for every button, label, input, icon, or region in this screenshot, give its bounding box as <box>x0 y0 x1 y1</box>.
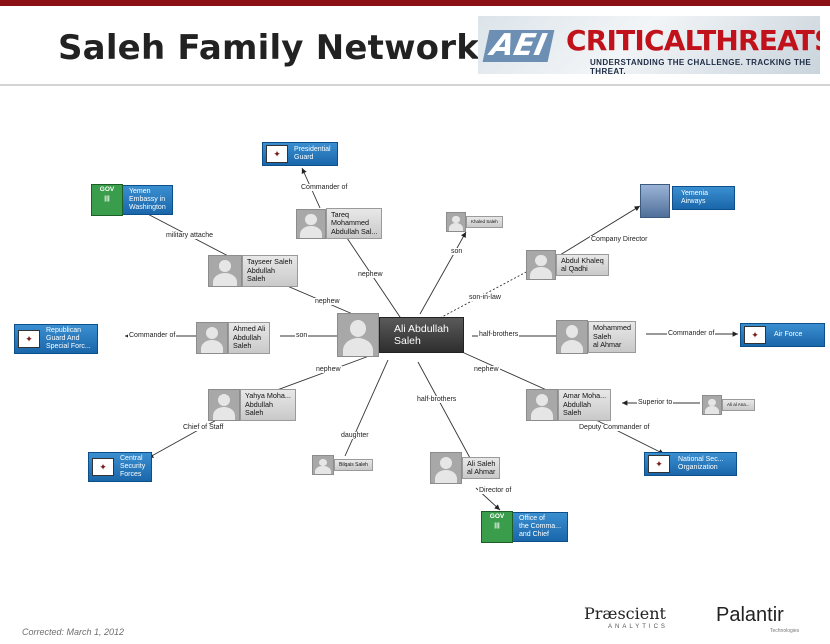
edge-label-superior-to: Superior to <box>637 399 674 406</box>
node-tayseer[interactable]: Tayseer Saleh Abdullah Saleh <box>208 255 298 287</box>
node-yahya[interactable]: Yahya Moha... Abdullah Saleh <box>208 389 296 421</box>
person-avatar-icon <box>312 455 334 475</box>
person-avatar-icon <box>702 395 722 415</box>
edge-label-military-attache: military attache <box>165 232 215 239</box>
edge-label-deputy-commander-of: Deputy Commander of <box>578 424 651 431</box>
edge-label-commander-of: Commander of <box>300 184 349 191</box>
person-name: Tayseer Saleh Abdullah Saleh <box>242 255 298 287</box>
criticalthreats-tagline: UNDERSTANDING THE CHALLENGE. TRACKING TH… <box>590 58 812 74</box>
person-avatar-icon <box>296 208 326 239</box>
org-name: Presidential Guard <box>294 146 331 161</box>
org-name: Office of the Comma... and Chief <box>519 515 562 538</box>
edge-soninlaw <box>439 269 531 319</box>
node-mohammed[interactable]: Mohammed Saleh al Ahmar <box>556 320 636 354</box>
page-title: Saleh Family Network <box>58 28 480 68</box>
edge-daughter <box>344 359 389 457</box>
node-ahmed[interactable]: Ahmed Ali Abdullah Saleh <box>196 322 271 354</box>
org-yemen-embassy[interactable]: GOV||| Yemen Embassy in Washington <box>91 184 173 216</box>
node-bilqis[interactable]: Bilqais Saleh <box>312 455 373 475</box>
person-name: Amar Moha... Abdullah Saleh <box>558 389 612 421</box>
person-name: Abdul Khaleq al Qadhi <box>556 253 609 277</box>
person-avatar-icon <box>430 452 462 484</box>
praescient-logo: Præscient <box>584 604 666 623</box>
criticalthreats-logo: AEI CRITICALTHREATS.ORG UNDERSTANDING TH… <box>478 16 820 74</box>
org-air-force[interactable]: ✦ Air Force <box>740 323 826 347</box>
node-ali-abdullah-saleh[interactable]: Ali Abdullah Saleh <box>337 313 464 357</box>
person-avatar-icon <box>446 212 466 232</box>
person-name: Ali al Ana... <box>722 399 755 411</box>
org-name: Yemen Embassy in Washington <box>129 188 166 211</box>
org-national-security[interactable]: ✦ National Sec... Organization <box>644 452 737 476</box>
government-building-icon: GOV||| <box>91 184 123 216</box>
palantir-logo: Palantir <box>716 604 784 626</box>
edge-nephew-amar <box>461 351 561 397</box>
node-ali-al-ana[interactable]: Ali al Ana... <box>702 395 755 415</box>
edge-company-director <box>559 205 641 256</box>
edge-label-director-of: Director of <box>478 487 513 494</box>
person-name: Ali Abdullah Saleh <box>379 317 464 353</box>
edge-label-nephew: nephew <box>315 366 342 373</box>
edge-label-daughter: daughter <box>340 432 370 439</box>
person-avatar-icon <box>526 250 556 280</box>
person-avatar-icon <box>337 313 379 357</box>
edge-label-commander-of: Commander of <box>667 330 716 337</box>
person-name: Ali Saleh al Ahmar <box>462 456 501 480</box>
org-name: National Sec... Organization <box>678 456 724 471</box>
node-khaled[interactable]: Khaled Saleh <box>446 212 503 232</box>
org-name: Republican Guard And Special Forc... <box>46 327 91 350</box>
person-avatar-icon <box>526 389 558 421</box>
org-republican-guard[interactable]: ✦ Republican Guard And Special Forc... <box>14 324 98 354</box>
yemen-emblem-icon: ✦ <box>92 458 114 476</box>
person-name: Tareq Mohammed Abdullah Sal... <box>326 208 383 240</box>
edge-label-son-in-law: son-in-law <box>468 294 502 301</box>
edge-label-half-brothers: half-brothers <box>416 396 458 403</box>
org-name: Air Force <box>774 331 803 338</box>
person-name: Mohammed Saleh al Ahmar <box>588 321 636 353</box>
org-office-commander[interactable]: GOV||| Office of the Comma... and Chief <box>481 511 569 543</box>
person-name: Bilqais Saleh <box>334 459 373 471</box>
edge-label-nephew: nephew <box>314 298 341 305</box>
palantir-subtitle: Technologies <box>770 628 800 634</box>
node-amar[interactable]: Amar Moha... Abdullah Saleh <box>526 389 612 421</box>
building-icon <box>640 184 670 218</box>
person-name: Yahya Moha... Abdullah Saleh <box>240 389 296 421</box>
government-building-icon: GOV||| <box>481 511 513 543</box>
top-accent-bar <box>0 0 830 6</box>
yemen-emblem-icon: ✦ <box>648 455 670 473</box>
yemen-emblem-icon: ✦ <box>18 330 40 348</box>
edge-nephew-tareq <box>346 237 403 321</box>
person-avatar-icon <box>208 389 240 421</box>
edge-label-son: son <box>295 332 309 339</box>
person-avatar-icon <box>556 320 588 354</box>
node-abdul-khaleq[interactable]: Abdul Khaleq al Qadhi <box>526 250 609 280</box>
person-name: Ahmed Ali Abdullah Saleh <box>228 322 271 354</box>
person-name: Khaled Saleh <box>466 216 503 228</box>
org-presidential-guard[interactable]: ✦ Presidential Guard <box>262 142 338 166</box>
edge-label-commander-of: Commander of <box>128 332 177 339</box>
edge-label-nephew: nephew <box>357 271 384 278</box>
corrected-date: Corrected: March 1, 2012 <box>22 627 125 637</box>
criticalthreats-name: CRITICALTHREATS.ORG <box>566 24 820 57</box>
edge-label-company-director: Company Director <box>590 236 649 243</box>
person-avatar-icon <box>208 255 242 287</box>
edge-label-nephew: nephew <box>473 366 500 373</box>
edge-label-chief-of-staff: Chief of Staff <box>182 424 225 431</box>
edge-halfbrothers-ali <box>417 361 471 459</box>
edge-son-khalid <box>419 231 467 315</box>
node-tareq[interactable]: Tareq Mohammed Abdullah Sal... <box>296 208 383 240</box>
person-avatar-icon <box>196 322 228 354</box>
edge-label-son: son <box>450 248 464 255</box>
org-yemenia-airways[interactable]: Yemenia Airways <box>672 186 735 210</box>
org-name: Central Security Forces <box>120 455 146 478</box>
praescient-subtitle: ANALYTICS <box>608 624 668 630</box>
header-banner: Saleh Family Network AEI CRITICALTHREATS… <box>0 6 830 86</box>
node-ali-saleh-al-ahmar[interactable]: Ali Saleh al Ahmar <box>430 452 501 484</box>
yemen-emblem-icon: ✦ <box>266 145 288 163</box>
org-name: Yemenia Airways <box>681 190 708 205</box>
yemen-emblem-icon: ✦ <box>744 326 766 344</box>
org-central-security[interactable]: ✦ Central Security Forces <box>88 452 153 482</box>
edge-label-half-brothers: half-brothers <box>478 331 520 338</box>
